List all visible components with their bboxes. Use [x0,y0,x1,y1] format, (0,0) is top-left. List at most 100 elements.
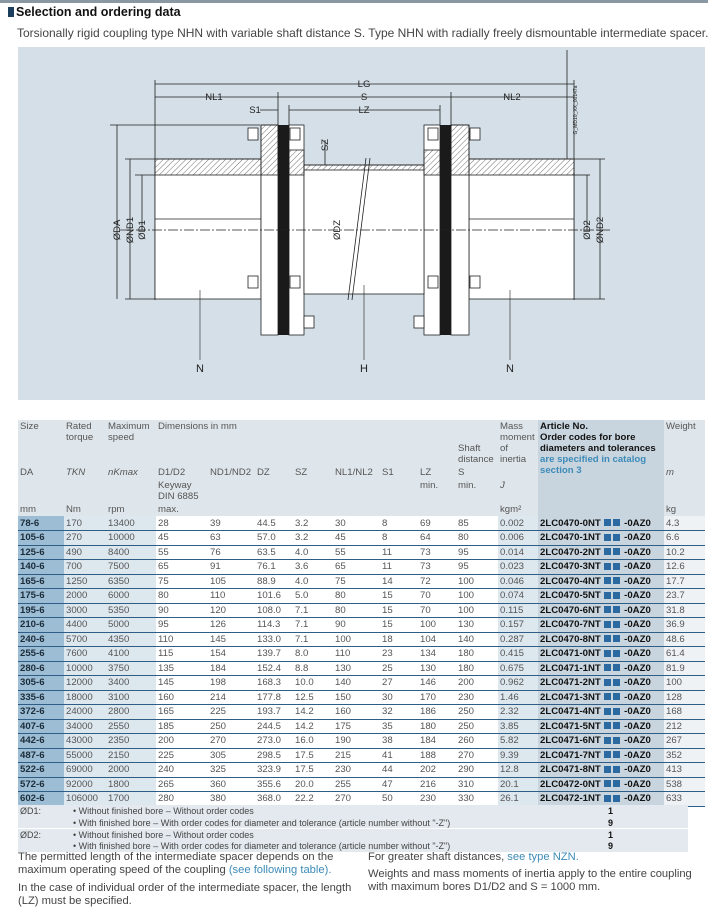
cell: 225 [208,704,255,720]
order-code-square-icon [604,548,612,556]
header-unit [293,503,333,516]
cell: 44.5 [255,516,293,531]
cell: 0.046 [498,574,538,589]
cell: 0.157 [498,617,538,633]
article-suffix: -0AZ0 [624,619,651,631]
article-suffix: -0AZ0 [624,517,651,529]
cell: 270 [456,748,498,763]
top-rule [0,0,708,3]
link-type-nzn[interactable]: see type NZN. [507,851,579,863]
cell: 244.5 [255,719,293,734]
order-code-square-icon [613,562,621,570]
article-base: 2LC0471-5NT [540,720,601,732]
weight-cell: 17.7 [664,574,705,589]
header-symbol: SZ [293,466,333,479]
order-code-square-icon [604,794,612,802]
cell: 65 [333,559,380,575]
order-code-square-icon [604,765,612,773]
header-sub: J [498,479,538,503]
cell: 92000 [64,777,106,792]
cell: 0.002 [498,516,538,531]
article-number: 2LC0470-6NT -0AZ0 [538,603,664,618]
weight-cell: 31.8 [664,603,705,618]
cell: 490 [64,545,106,560]
order-code-square-icon [613,620,621,628]
cell: 290 [456,762,498,778]
cell: 1250 [64,574,106,589]
weight-cell: 267 [664,733,705,749]
order-code-square-icon [604,635,612,643]
header-sub [64,479,106,503]
weight-cell: 12.6 [664,559,705,575]
article-base: 2LC0471-4NT [540,706,601,718]
cell: 140-6 [18,559,64,575]
cell: 10.0 [293,675,333,691]
cell: 180 [456,646,498,662]
cell: 145 [156,675,208,691]
article-suffix: -0AZ0 [624,662,651,674]
cell: 27 [380,675,418,691]
weight-cell: 81.9 [664,661,705,676]
cell: 38 [380,733,418,749]
cell: 90 [156,603,208,618]
cell: 41 [380,748,418,763]
article-number: 2LC0470-8NT -0AZ0 [538,632,664,647]
cell: 106000 [64,791,106,807]
cell: 200 [156,733,208,749]
cell: 186 [418,704,456,720]
cell: 298.5 [255,748,293,763]
article-suffix: -0AZ0 [624,604,651,616]
cell: 175-6 [18,588,64,604]
header-symbol: m [664,466,705,479]
cell: 240 [156,762,208,778]
cell: 91 [208,559,255,575]
cell: 323.9 [255,762,293,778]
cell: 0.006 [498,530,538,546]
weight-cell: 100 [664,675,705,691]
weight-cell: 4.3 [664,516,705,531]
cell: 4350 [106,632,156,647]
link-following-table[interactable]: (see following table). [228,864,332,876]
header-symbol: NL1/NL2 [333,466,380,479]
article-number: 2LC0471-7NT -0AZ0 [538,748,664,763]
cell: 185 [156,719,208,734]
cell: 270 [333,791,380,807]
order-code-square-icon [604,620,612,628]
label-nl2: NL2 [503,92,520,103]
cell: 63.5 [255,545,293,560]
weight-cell: 212 [664,719,705,734]
header-sub: Keyway DIN 6885 [156,479,208,503]
header-unit [255,503,293,516]
cell: 14.2 [293,719,333,734]
cell: 80 [156,588,208,604]
cell: 200 [456,675,498,691]
section-subtitle: Torsionally rigid coupling type NHN with… [17,26,708,40]
cell: 368.0 [255,791,293,807]
article-link[interactable]: are specified in catalog section 3 [540,454,647,476]
article-base: 2LC0472-1NT [540,793,601,805]
cell: 140 [333,675,380,691]
header-unit: kg [664,503,705,516]
cell: 305-6 [18,675,64,691]
cell: 100 [456,588,498,604]
cell: 380 [208,791,255,807]
cell: 273.0 [255,733,293,749]
cell: 170 [418,690,456,705]
cell: 8400 [106,545,156,560]
header-sub: min. [456,479,498,503]
article-suffix: -0AZ0 [624,764,651,776]
cell: 3.2 [293,516,333,531]
cell: 80 [333,588,380,604]
cell: 5.0 [293,588,333,604]
cell: 3.85 [498,719,538,734]
header-dims: Dimensions in mm [156,420,456,466]
cell: 250 [208,719,255,734]
label-n-right: N [506,363,514,375]
cell: 100 [418,617,456,633]
